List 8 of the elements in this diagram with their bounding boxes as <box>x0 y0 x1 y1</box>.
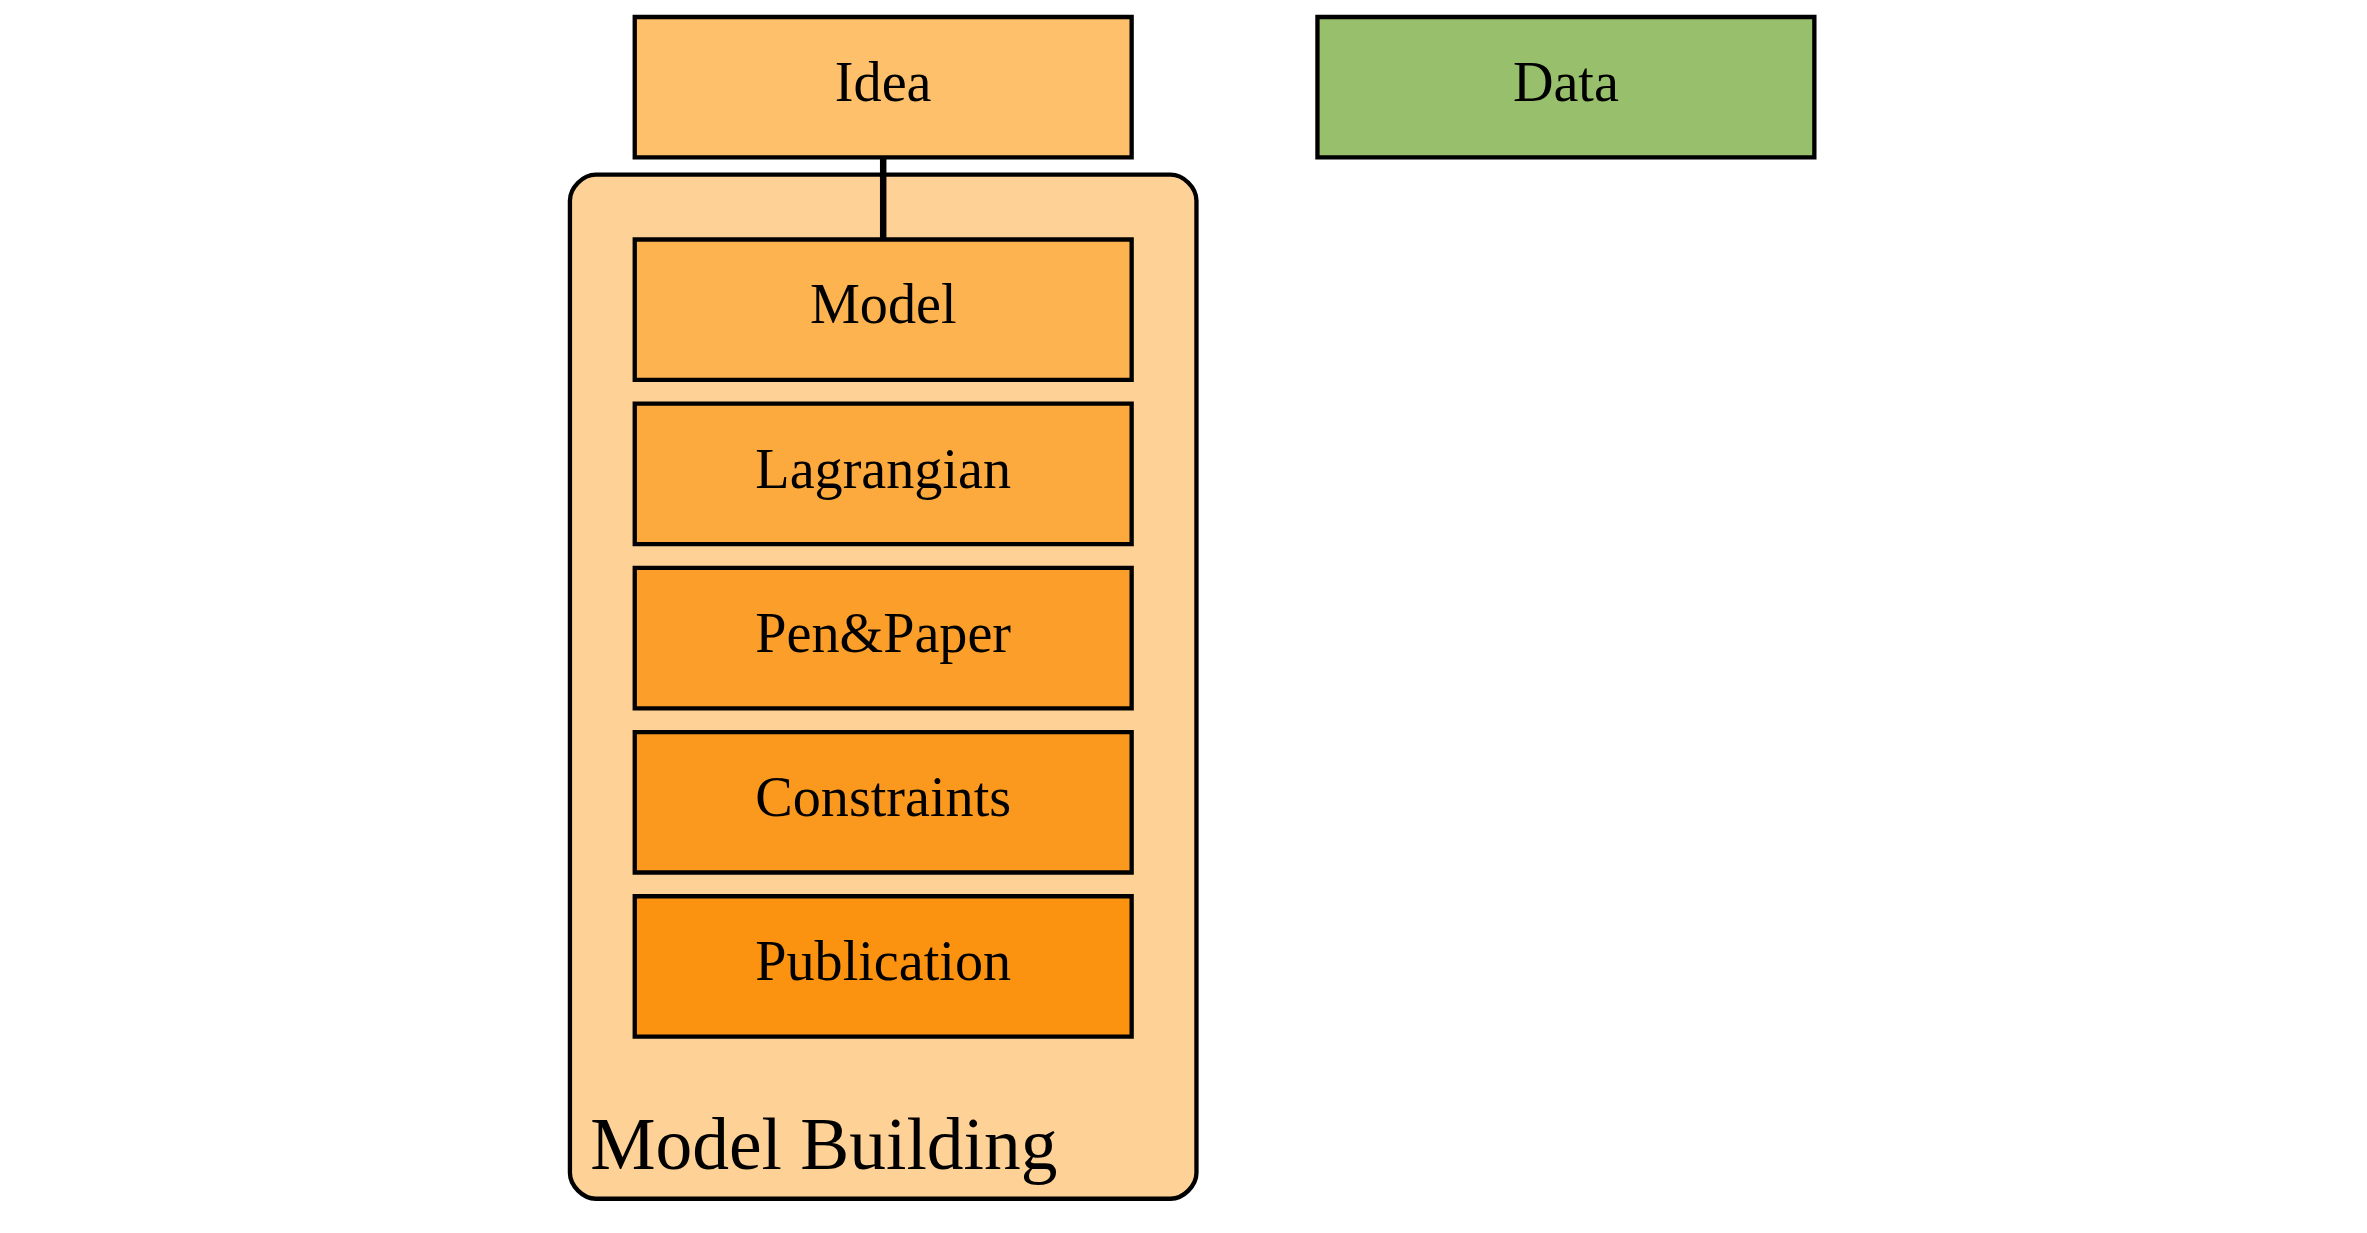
node-box: Idea <box>632 14 1134 160</box>
node-box: Data <box>1315 14 1817 160</box>
node-box: Constraints <box>632 729 1134 875</box>
connector <box>879 157 887 240</box>
node-box: Model <box>632 237 1134 383</box>
node-box: Publication <box>632 894 1134 1039</box>
node-box: Pen&Paper <box>632 565 1134 711</box>
node-box: Lagrangian <box>632 401 1134 547</box>
